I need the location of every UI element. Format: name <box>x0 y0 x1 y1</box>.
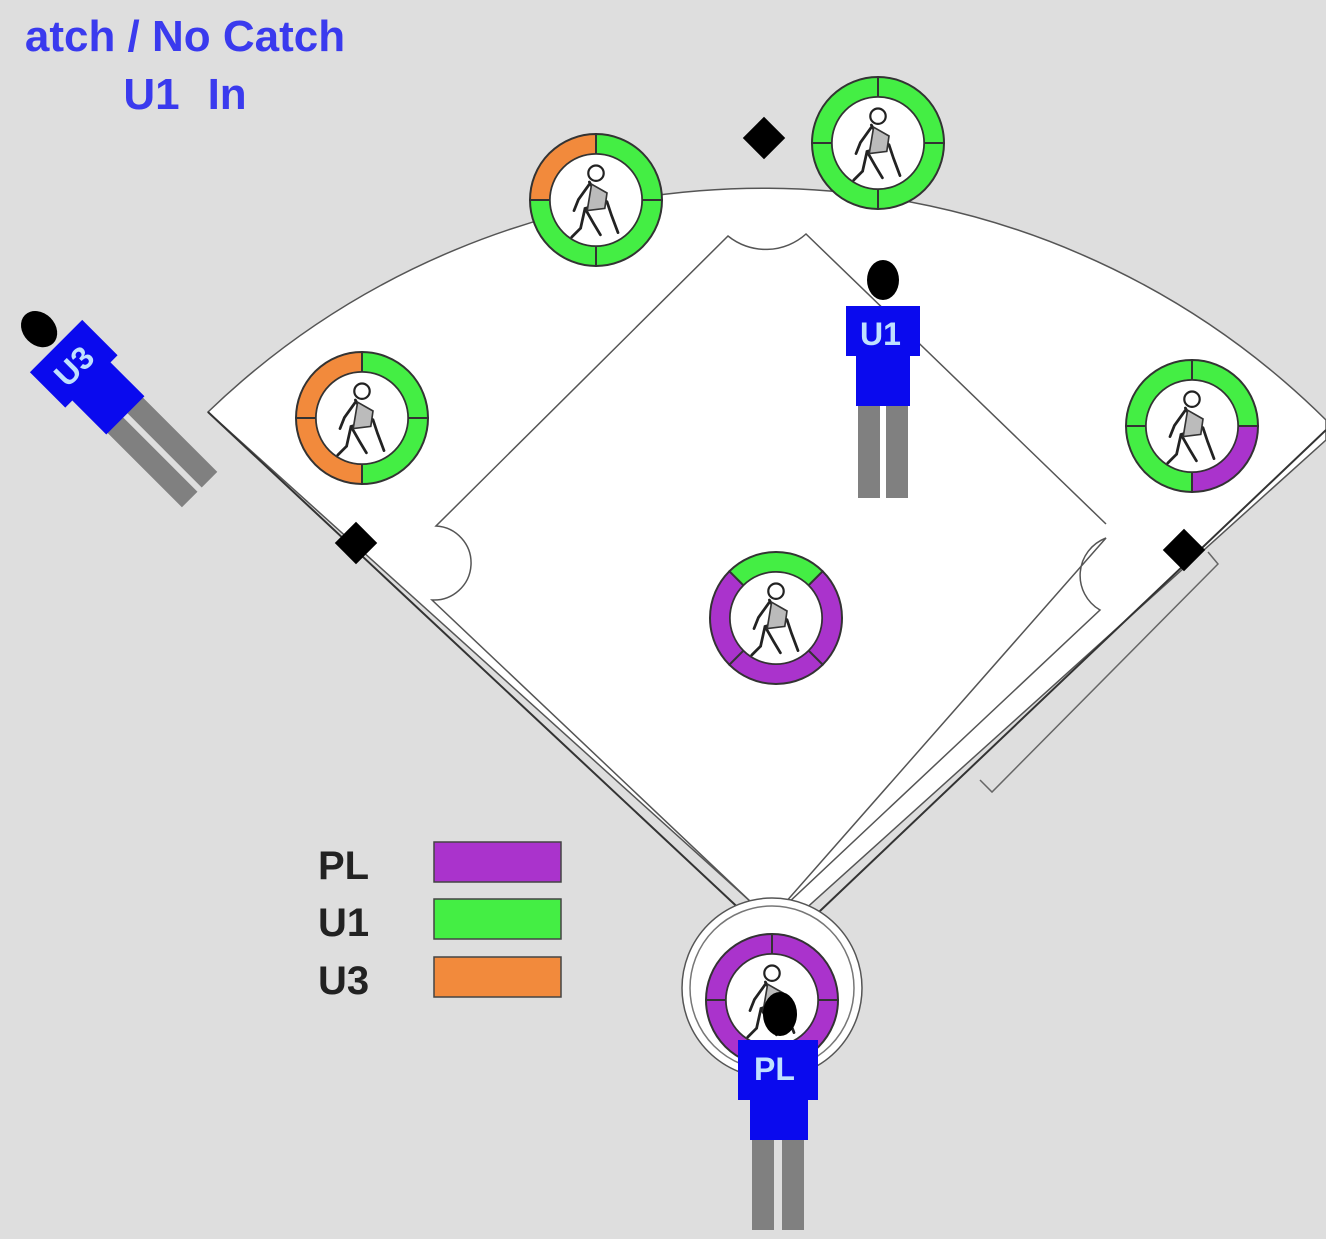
legend-label-pl: PL <box>318 844 369 888</box>
title-line-1: atch / No Catch <box>24 12 346 61</box>
fielder-pitcher <box>709 551 843 685</box>
legend-swatch-pl <box>433 841 562 883</box>
legend-swatch-u1 <box>433 898 562 940</box>
left-foul-line <box>207 411 763 931</box>
title-line-2: U1 In <box>0 66 400 124</box>
coach-box <box>979 551 1220 794</box>
second-base <box>742 116 786 160</box>
infield-diamond <box>430 232 1107 921</box>
fielder-center-fielder <box>528 132 664 268</box>
diagram-title: atch / No Catch U1 In <box>0 8 400 124</box>
umpire-pl-head <box>763 992 797 1036</box>
fielder-right-center-fielder <box>810 75 946 211</box>
fielder-right-fielder <box>1124 358 1260 494</box>
right-foul-line <box>799 429 1326 931</box>
title-position: In <box>207 70 247 119</box>
legend-label-u3: U3 <box>318 959 369 1003</box>
first-base <box>1162 528 1206 572</box>
fielder-left-fielder <box>294 350 430 486</box>
umpire-u3: U3 <box>20 310 218 508</box>
umpire-pl: PL <box>738 992 818 1230</box>
title-umpire: U1 <box>123 70 180 119</box>
umpire-pl-label: PL <box>754 1051 795 1087</box>
legend-swatch-u3 <box>433 956 562 998</box>
umpire-u1-label: U1 <box>860 316 901 352</box>
legend: PL U1 U3 <box>318 841 562 1003</box>
legend-label-u1: U1 <box>318 901 369 945</box>
umpire-u1: U1 <box>846 260 920 498</box>
umpire-u1-head <box>867 260 899 300</box>
